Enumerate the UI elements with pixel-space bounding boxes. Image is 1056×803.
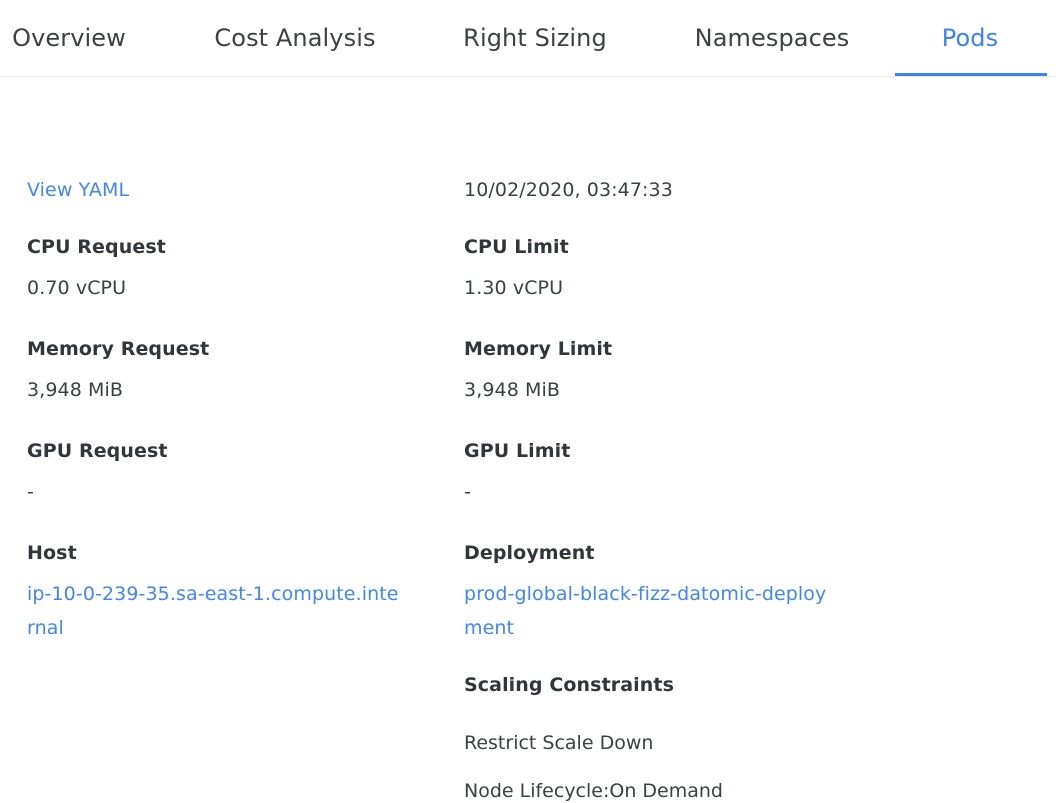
timestamp: 10/02/2020, 03:47:33 <box>464 179 673 201</box>
cpu-limit-value: 1.30 vCPU <box>464 277 564 299</box>
active-tab-indicator <box>895 73 1047 76</box>
cpu-limit-label-wrap: CPU Limit <box>464 235 842 259</box>
tab-overview[interactable]: Overview <box>12 0 126 76</box>
tab-namespaces[interactable]: Namespaces <box>695 0 850 76</box>
gpu-limit-value-wrap: - <box>464 475 842 509</box>
gpu-request-value: - <box>27 481 34 503</box>
deployment-value-wrap: prod-global-black-fizz-datomic-deploymen… <box>464 577 842 645</box>
host-link[interactable]: ip-10-0-239-35.sa-east-1.compute.interna… <box>27 583 399 639</box>
cpu-request-label: CPU Request <box>27 236 166 258</box>
tab-cost-analysis[interactable]: Cost Analysis <box>214 0 375 76</box>
tab-bar: Overview Cost Analysis Right Sizing Name… <box>0 0 1056 77</box>
tab-label: Cost Analysis <box>214 24 376 52</box>
gpu-limit-value: - <box>464 481 471 503</box>
scaling-constraint-item-wrap: Restrict Scale Down <box>464 731 842 755</box>
node-lifecycle-value: Node Lifecycle:On Demand <box>464 780 723 802</box>
timestamp-wrap: 10/02/2020, 03:47:33 <box>464 173 842 207</box>
tab-right-sizing[interactable]: Right Sizing <box>463 0 607 76</box>
tab-pods[interactable]: Pods <box>940 0 1000 76</box>
tab-label: Right Sizing <box>463 24 607 52</box>
deployment-label-wrap: Deployment <box>464 541 842 565</box>
cpu-request-label-wrap: CPU Request <box>27 235 405 259</box>
memory-request-value: 3,948 MiB <box>27 379 124 401</box>
tab-label: Overview <box>12 24 126 52</box>
gpu-request-label: GPU Request <box>27 440 168 462</box>
scaling-constraints-label-wrap: Scaling Constraints <box>464 673 842 697</box>
host-value-wrap: ip-10-0-239-35.sa-east-1.compute.interna… <box>27 577 405 645</box>
cpu-limit-label: CPU Limit <box>464 236 569 258</box>
gpu-limit-label: GPU Limit <box>464 440 571 462</box>
scaling-constraints-label: Scaling Constraints <box>464 674 674 696</box>
memory-limit-label: Memory Limit <box>464 338 613 360</box>
tab-label: Namespaces <box>694 24 850 52</box>
host-label: Host <box>27 542 77 564</box>
memory-limit-value-wrap: 3,948 MiB <box>464 373 842 407</box>
host-label-wrap: Host <box>27 541 405 565</box>
memory-request-value-wrap: 3,948 MiB <box>27 373 405 407</box>
memory-limit-value: 3,948 MiB <box>464 379 561 401</box>
gpu-request-label-wrap: GPU Request <box>27 439 405 463</box>
memory-limit-label-wrap: Memory Limit <box>464 337 842 361</box>
tab-label: Pods <box>941 24 999 52</box>
view-yaml-link[interactable]: View YAML <box>27 179 130 201</box>
view-yaml-field: View YAML <box>27 173 405 207</box>
restrict-scale-down-value: Restrict Scale Down <box>464 732 654 754</box>
gpu-limit-label-wrap: GPU Limit <box>464 439 842 463</box>
memory-request-label: Memory Request <box>27 338 210 360</box>
deployment-link[interactable]: prod-global-black-fizz-datomic-deploymen… <box>464 583 827 639</box>
cpu-limit-value-wrap: 1.30 vCPU <box>464 271 842 305</box>
memory-request-label-wrap: Memory Request <box>27 337 405 361</box>
cpu-request-value-wrap: 0.70 vCPU <box>27 271 405 305</box>
cpu-request-value: 0.70 vCPU <box>27 277 127 299</box>
gpu-request-value-wrap: - <box>27 475 405 509</box>
scaling-constraint-item-wrap: Node Lifecycle:On Demand <box>464 779 842 803</box>
deployment-label: Deployment <box>464 542 595 564</box>
